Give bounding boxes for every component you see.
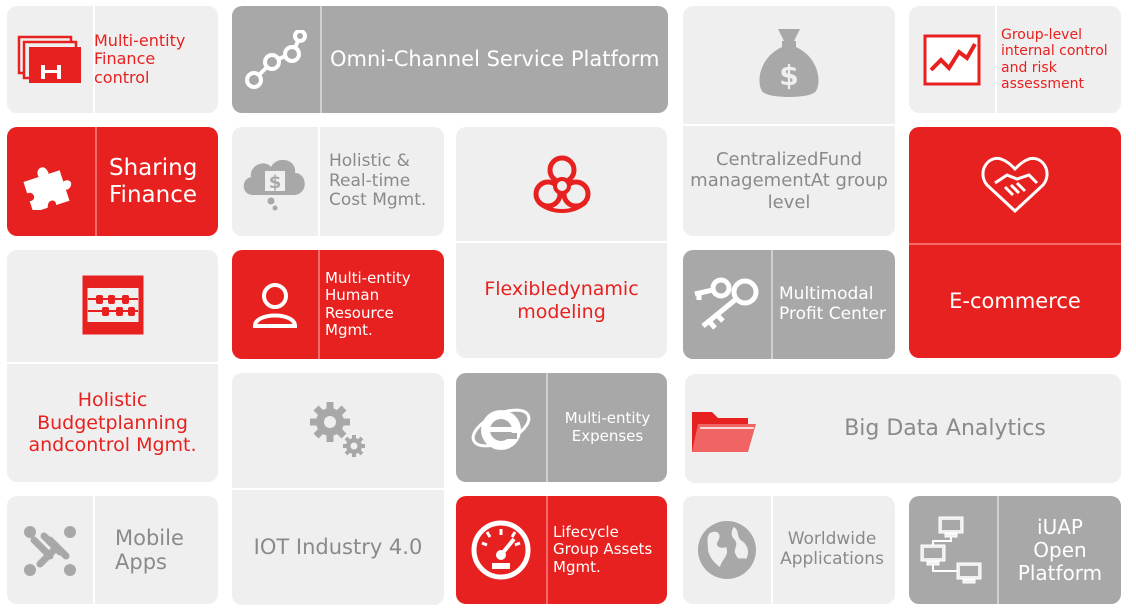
handshake-heart-icon: [909, 127, 1121, 241]
puzzle-icon: [7, 127, 95, 236]
network-computers-icon: [909, 496, 997, 604]
svg-text:$: $: [269, 172, 282, 193]
tile-label: Big Data Analytics: [844, 415, 1046, 441]
user-icon: [232, 250, 318, 359]
folder-open-icon: [685, 374, 765, 483]
tile-label: E-commerce: [949, 288, 1081, 313]
tile-centralized-fund[interactable]: $ CentralizedFund managementAt group lev…: [683, 6, 895, 236]
windows-stack-icon: [7, 6, 93, 113]
tile-label: Holistic Budgetplanning andcontrol Mgmt.: [28, 388, 197, 457]
money-cloud-icon: $: [232, 127, 318, 236]
speedometer-icon: [456, 496, 546, 604]
tile-ecommerce[interactable]: E-commerce: [909, 127, 1121, 358]
tile-label: Flexibledynamic modeling: [484, 277, 639, 323]
gears-icon: [232, 373, 444, 487]
tile-label: CentralizedFund managementAt group level: [690, 148, 888, 213]
money-bag-icon: $: [683, 6, 895, 120]
tile-iot-industry[interactable]: IOT Industry 4.0: [232, 373, 444, 605]
tile-label: IOT Industry 4.0: [253, 534, 423, 559]
tile-omni-channel[interactable]: Omni-Channel Service Platform: [232, 6, 668, 113]
joomla-icon: [7, 496, 93, 604]
tile-label: Omni-Channel Service Platform: [330, 47, 660, 72]
tile-big-data[interactable]: Big Data Analytics: [685, 374, 1121, 483]
biohazard-icon: [456, 127, 667, 241]
trend-chart-icon: [909, 6, 995, 113]
tile-flexible-modeling[interactable]: Flexibledynamic modeling: [456, 127, 667, 358]
tile-holistic-budget[interactable]: Holistic Budgetplanning andcontrol Mgmt.: [7, 250, 218, 482]
abacus-icon: [7, 250, 218, 360]
keys-icon: [683, 250, 771, 359]
svg-text:$: $: [779, 59, 798, 92]
browser-e-icon: [456, 373, 546, 482]
network-nodes-icon: [232, 6, 320, 113]
globe-icon: [683, 496, 771, 604]
